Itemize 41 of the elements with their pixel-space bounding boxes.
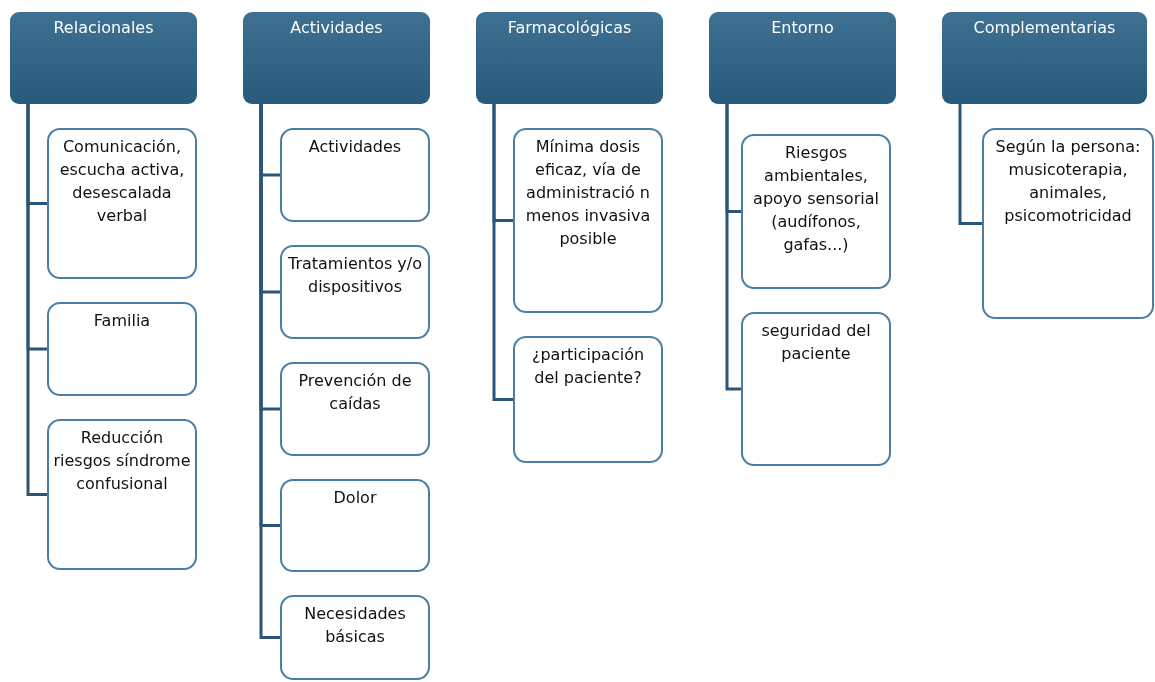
item-text: Riesgos ambientales, apoyo sensorial (audífonos, gafas...) [752,142,880,256]
item-box [741,312,891,466]
item-box [47,419,197,570]
item-text: seguridad del paciente [760,320,872,365]
item-box [982,128,1154,319]
item-box [280,595,430,680]
item-text: Según la persona: musicoterapia, animales, psicomotricidad [994,136,1142,227]
item-box [280,362,430,456]
item-box [47,302,197,396]
item-box [280,479,430,572]
item-text: Tratamientos y/o dispositivos [287,253,423,298]
item-text: Comunicación, escucha activa, desescalada verbal [58,136,186,227]
item-text: Prevención de caídas [297,370,413,415]
category-header [942,12,1147,104]
item-box [513,336,663,463]
connector-line [492,104,513,401]
item-box [280,128,430,222]
item-text: Reducción riesgos síndrome confusional [52,427,192,495]
item-box [47,128,197,279]
item-box [513,128,663,313]
header-text: Complementarias [973,17,1116,37]
header-text: Farmacológicas [507,17,632,37]
category-header [10,12,197,104]
connector-line [259,104,280,639]
item-text: ¿participación del paciente? [530,344,646,389]
connector-line [26,104,47,496]
connector-line [725,104,741,391]
header-text: Actividades [290,17,383,37]
item-box [741,134,891,289]
item-box [280,245,430,339]
category-header [709,12,896,104]
connector-line [958,104,982,225]
header-text: Entorno [771,17,834,37]
category-header [243,12,430,104]
item-text: Dolor [332,487,378,509]
item-text: Necesidades básicas [303,603,407,648]
category-header [476,12,663,104]
item-text: Familia [92,310,152,332]
item-text: Actividades [307,136,403,158]
header-text: Relacionales [53,17,154,37]
item-text: Mínima dosis eficaz, vía de administració n menos invasiva posible [524,136,652,250]
